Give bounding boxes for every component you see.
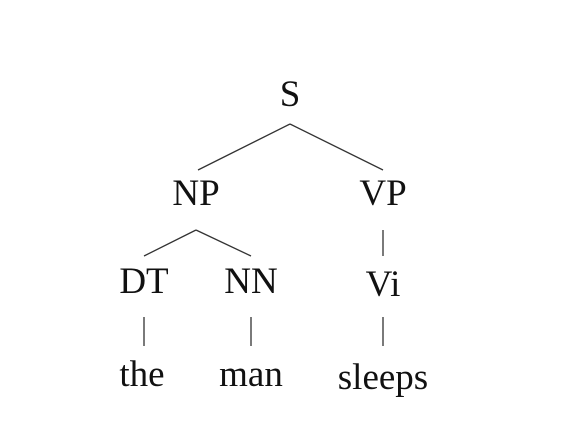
edge-s-np [197,123,291,171]
node-dt: DT [119,261,168,302]
node-s: S [280,74,301,115]
node-vp: VP [359,173,406,214]
node-np: NP [172,173,219,214]
tree-nodes: S NP VP DT NN Vi the man sleeps [119,74,428,398]
edge-np-dt [143,229,197,257]
tree-edges [143,123,384,346]
edge-s-vp [289,123,384,171]
node-vi: Vi [366,264,401,305]
leaf-the: the [119,354,164,395]
leaf-sleeps: sleeps [338,357,428,398]
leaf-man: man [219,354,283,395]
edge-np-nn [195,229,252,257]
node-nn: NN [224,261,277,302]
